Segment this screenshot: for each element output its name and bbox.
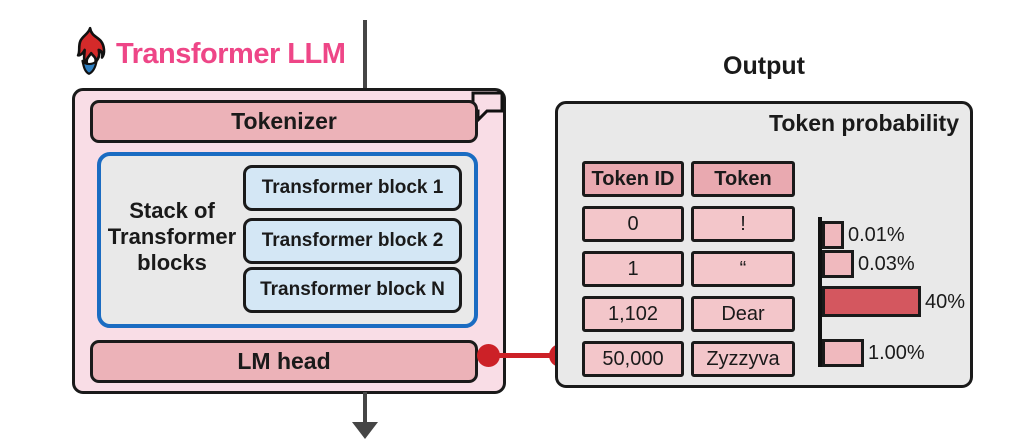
transformer-block-1-label: Transformer block 1 <box>261 177 444 198</box>
token-table-header-id: Token ID <box>582 161 684 197</box>
transformer-block-2: Transformer block 2 <box>243 218 462 264</box>
probability-bar-row: 0.01% <box>822 221 905 249</box>
probability-bar-row: 1.00% <box>822 339 925 367</box>
transformer-block-n: Transformer block N <box>243 267 462 313</box>
probability-label: 0.03% <box>858 253 915 275</box>
token-cell: ! <box>691 206 795 242</box>
output-section-title: Output <box>723 52 805 80</box>
token-cell: Dear <box>691 296 795 332</box>
connector-dot-left <box>477 344 500 367</box>
flame-icon <box>76 26 106 75</box>
token-table: Token ID Token 0 ! 1 “ 1,102 Dear 50,000… <box>582 161 795 377</box>
token-table-header-token: Token <box>691 161 795 197</box>
token-cell: “ <box>691 251 795 287</box>
probability-bar <box>822 221 844 249</box>
token-id-cell: 1,102 <box>582 296 684 332</box>
stack-label: Stack of Transformer blocks <box>107 198 237 275</box>
transformer-block-2-label: Transformer block 2 <box>261 230 444 251</box>
transformer-block-1: Transformer block 1 <box>243 165 462 211</box>
probability-label: 1.00% <box>868 342 925 364</box>
transformer-block-n-label: Transformer block N <box>260 279 445 300</box>
lm-head-label: LM head <box>237 348 331 374</box>
tokenizer-box: Tokenizer <box>90 100 478 143</box>
probability-label: 40% <box>925 290 966 313</box>
probability-bar-highlighted <box>822 286 921 317</box>
diagram-title: Transformer LLM <box>116 38 346 70</box>
token-cell: Zyzzyva <box>691 341 795 377</box>
token-id-cell: 0 <box>582 206 684 242</box>
token-probability-panel <box>555 101 973 388</box>
token-id-cell: 1 <box>582 251 684 287</box>
token-probability-title: Token probability <box>769 110 959 136</box>
lm-head-box: LM head <box>90 340 478 383</box>
lmhead-output-connector <box>487 353 562 358</box>
probability-bar-row: 40% <box>822 286 965 317</box>
arrow-down-icon <box>352 422 378 439</box>
probability-bar <box>822 339 864 367</box>
token-id-cell: 50,000 <box>582 341 684 377</box>
probability-bar <box>822 250 854 278</box>
probability-bar-row: 0.03% <box>822 250 915 278</box>
output-flow-line <box>363 392 367 425</box>
tokenizer-label: Tokenizer <box>231 108 337 134</box>
bar-chart-axis <box>818 217 822 367</box>
input-flow-line <box>363 20 367 90</box>
probability-label: 0.01% <box>848 224 905 246</box>
